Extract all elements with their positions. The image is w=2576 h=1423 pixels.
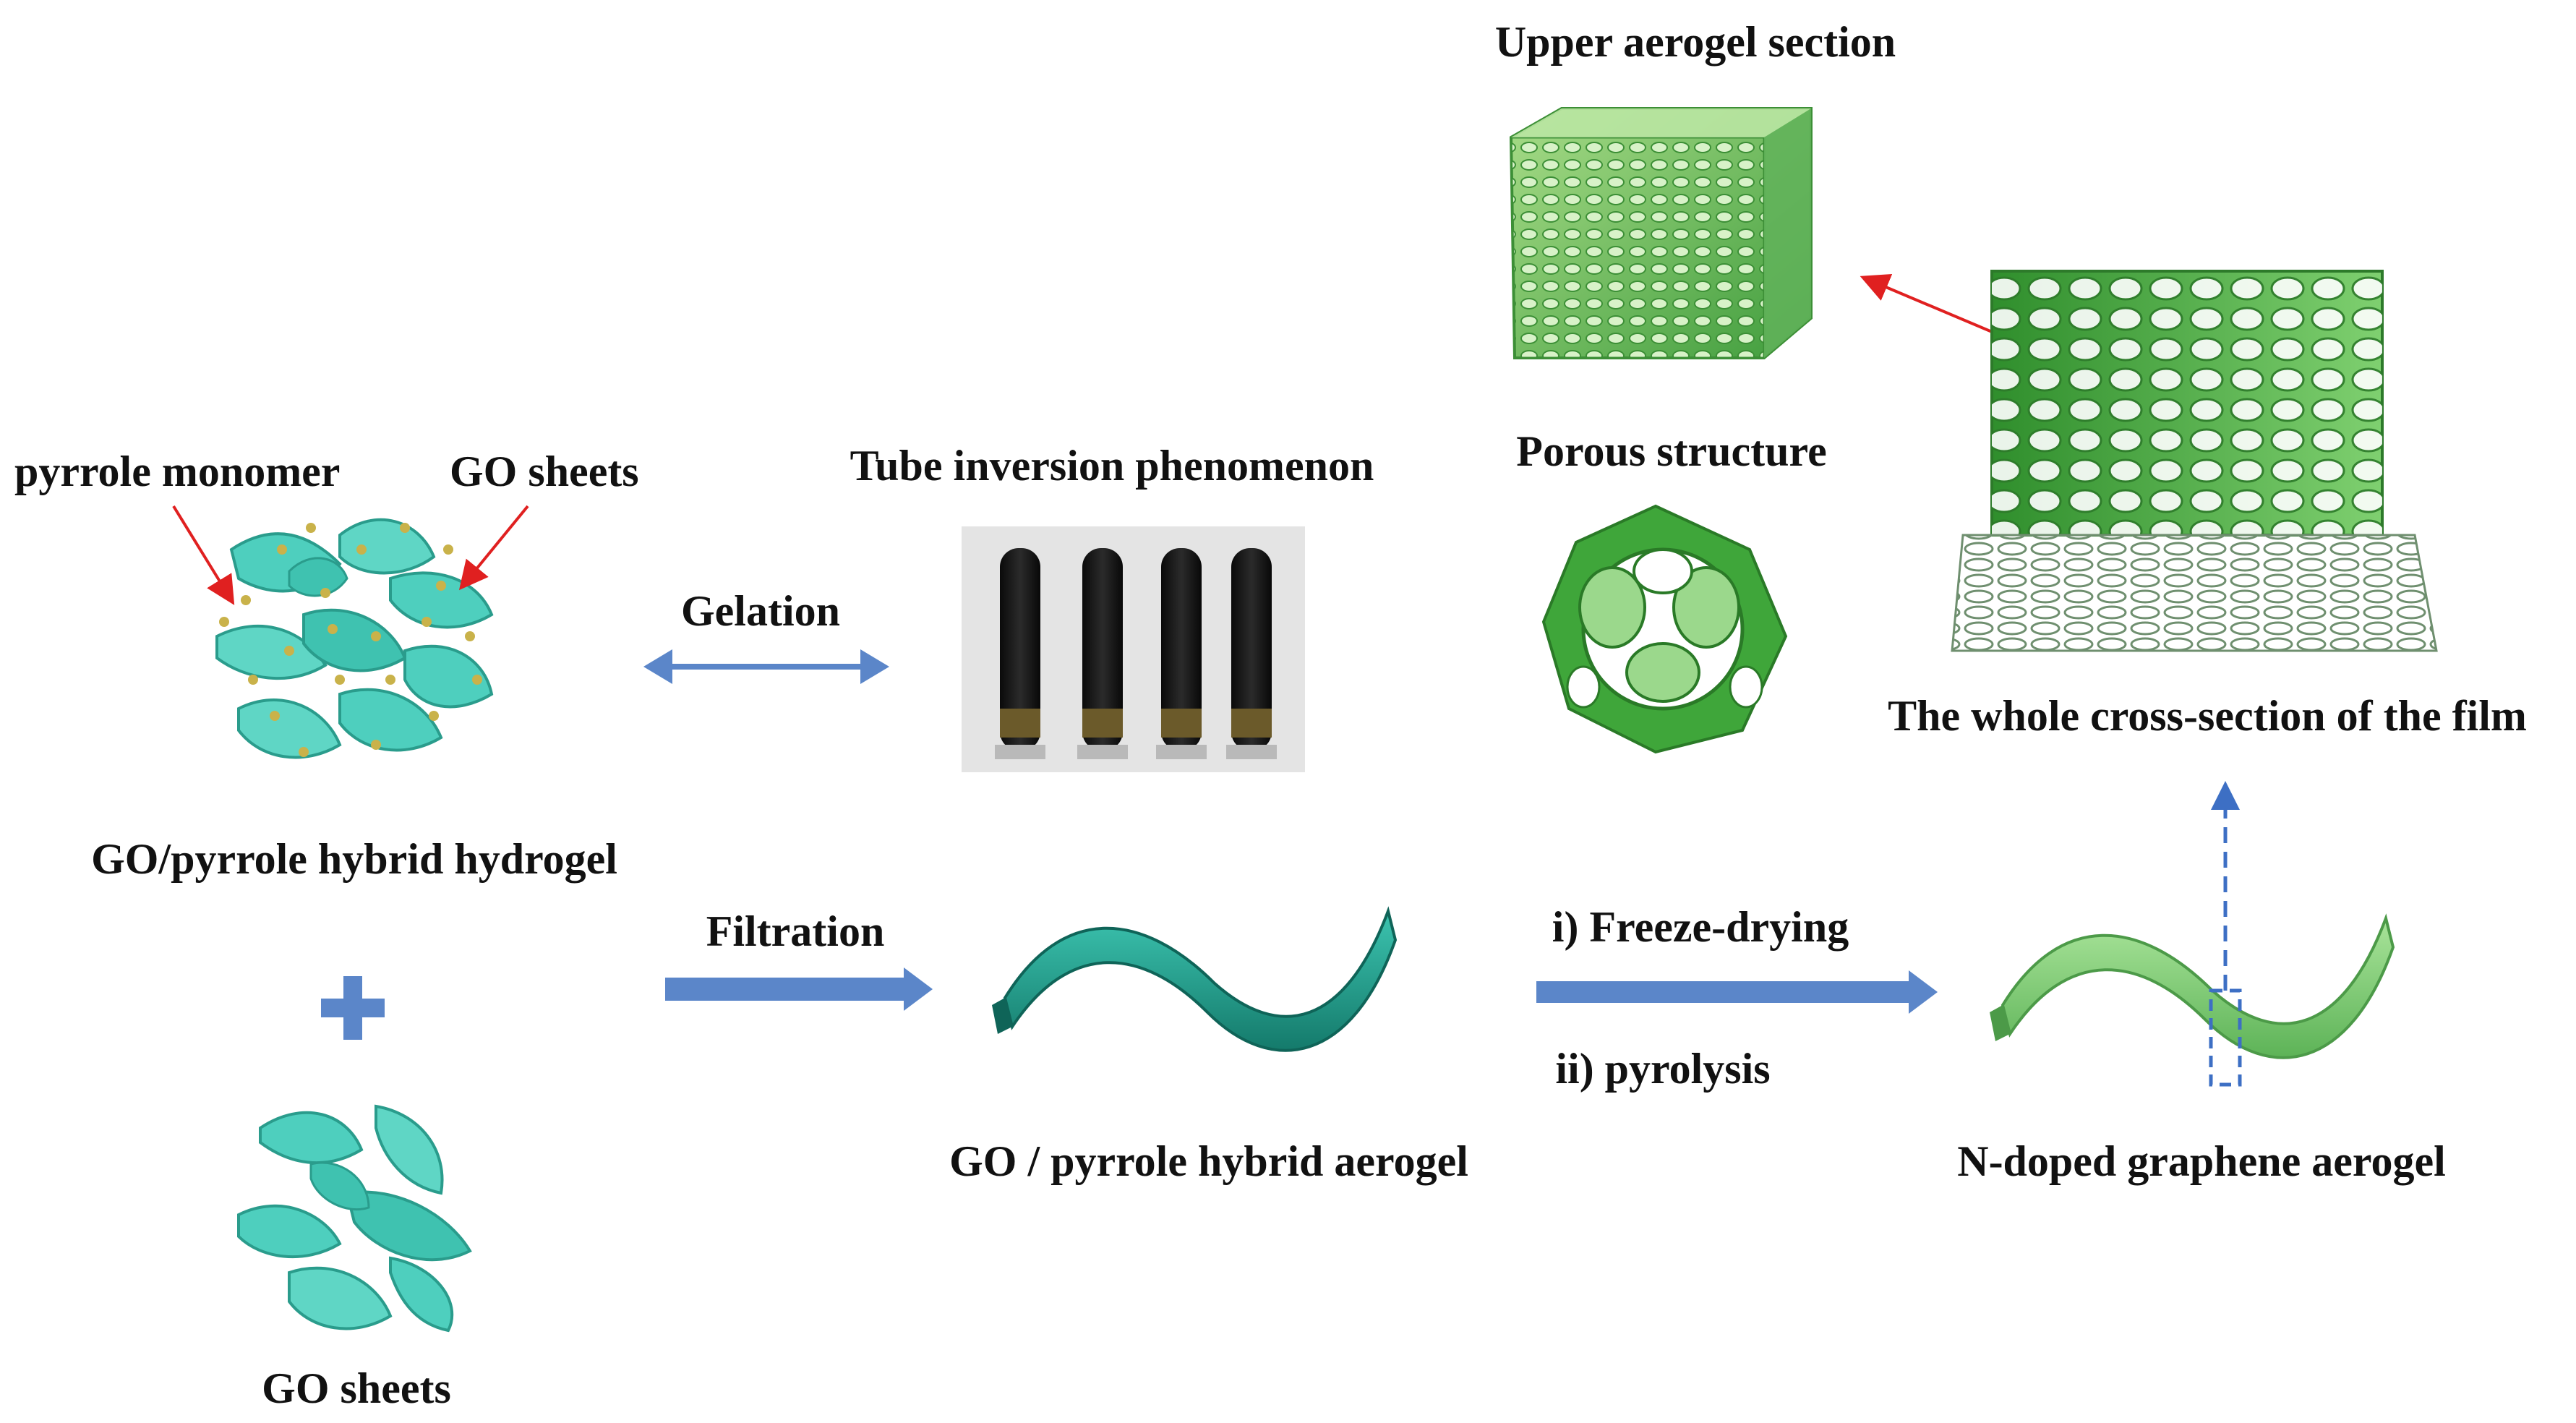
freeze-drying-arrow xyxy=(1536,970,1938,1014)
filtration-arrow xyxy=(665,967,933,1011)
porous-structure-illustration xyxy=(1541,504,1788,754)
hybrid-hydrogel-illustration xyxy=(215,518,494,759)
label-upper-aerogel: Upper aerogel section xyxy=(1494,18,1896,66)
plus-sign xyxy=(321,976,385,1040)
label-filtration: Filtration xyxy=(706,907,885,955)
label-go-sheets-bottom: GO sheets xyxy=(262,1364,451,1412)
section-marker-box xyxy=(2209,988,2242,1087)
go-sheets-illustration xyxy=(237,1104,472,1333)
label-pyrrole-monomer: pyrrole monomer xyxy=(14,448,341,495)
whole-cross-section-illustration xyxy=(1951,270,2438,652)
label-n-doped-aerogel: N-doped graphene aerogel xyxy=(1957,1137,2446,1185)
label-gelation: Gelation xyxy=(681,587,840,635)
label-whole-cross-section: The whole cross-section of the film xyxy=(1888,692,2527,740)
label-go-sheets-top: GO sheets xyxy=(450,448,639,495)
hybrid-aerogel-film xyxy=(992,906,1398,1052)
gelation-arrow xyxy=(643,649,889,684)
pointer-arrow-go-sheets xyxy=(458,505,529,591)
label-porous-structure: Porous structure xyxy=(1516,427,1827,475)
n-doped-aerogel-film xyxy=(1990,913,2395,1059)
label-freeze-drying: i) Freeze-drying xyxy=(1552,903,1849,951)
label-tube-inversion: Tube inversion phenomenon xyxy=(850,442,1374,490)
label-hybrid-hydrogel: GO/pyrrole hybrid hydrogel xyxy=(91,835,617,883)
tube-inversion-photo xyxy=(962,526,1305,772)
pointer-arrow-monomer xyxy=(172,505,235,605)
upper-aerogel-cube xyxy=(1509,107,1813,359)
label-hybrid-aerogel: GO / pyrrole hybrid aerogel xyxy=(949,1137,1468,1185)
label-pyrolysis: ii) pyrolysis xyxy=(1555,1045,1771,1093)
